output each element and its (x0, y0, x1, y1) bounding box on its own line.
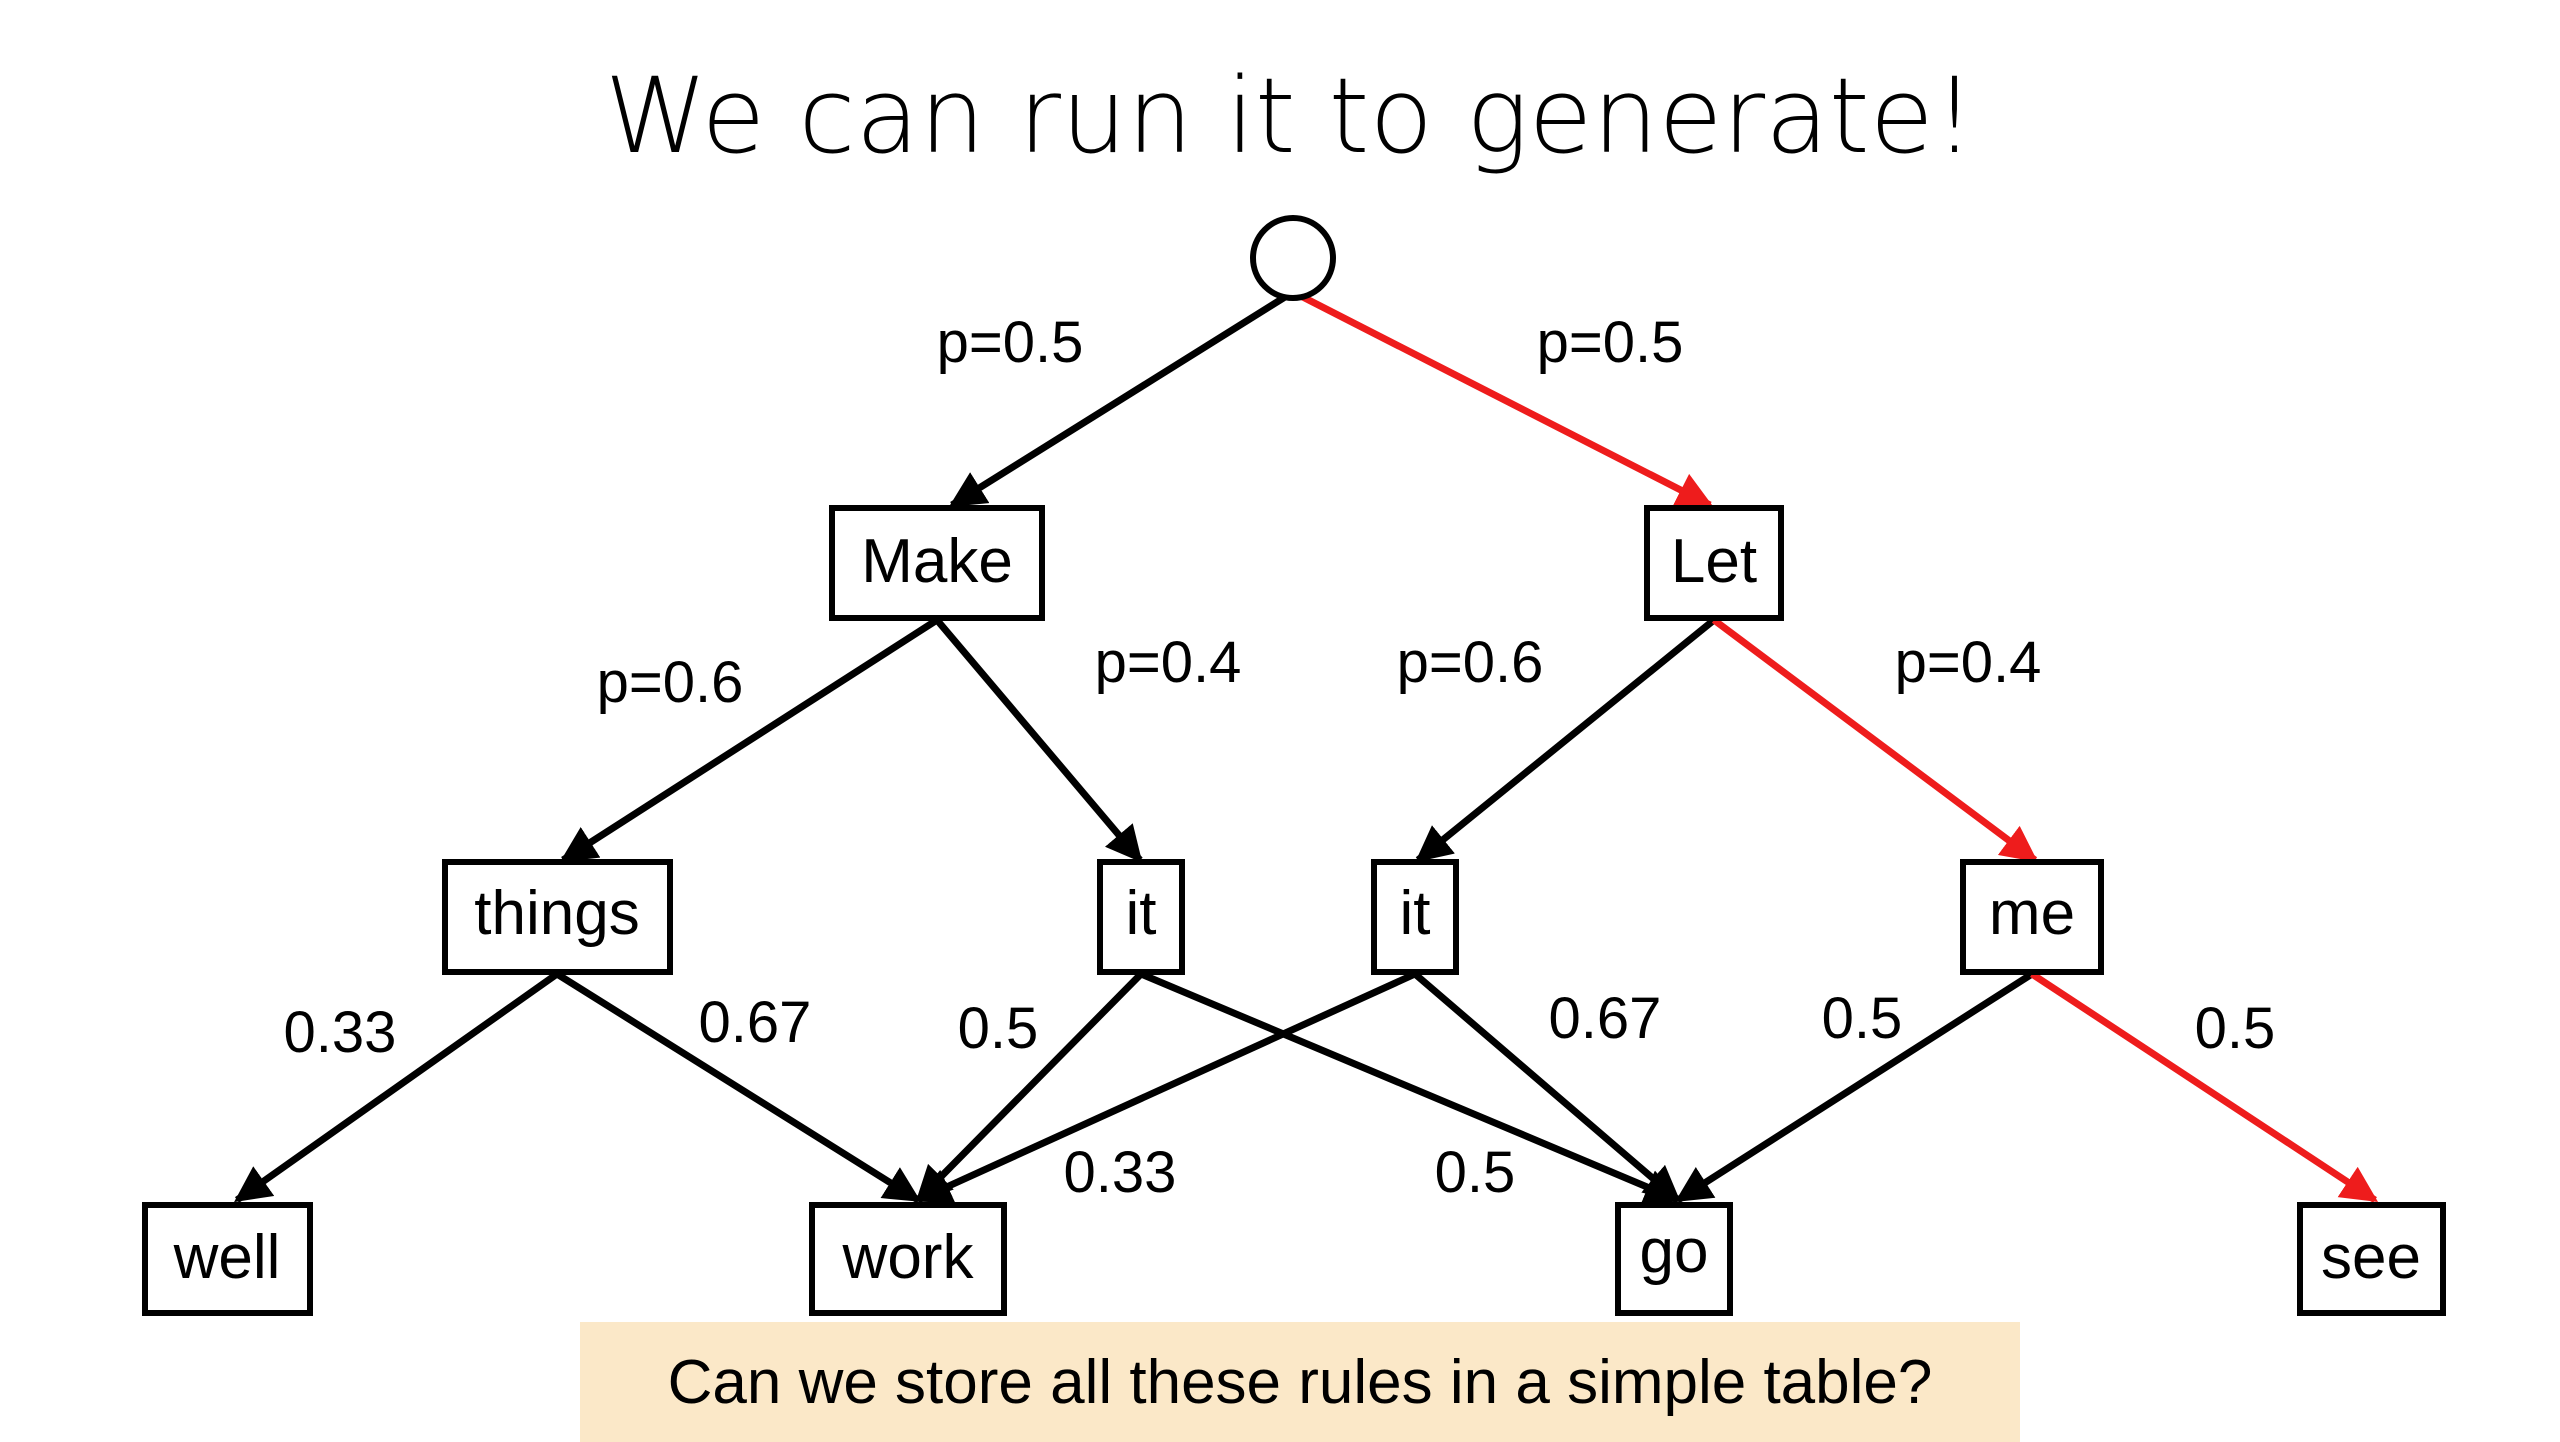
edge-me-to-see (2030, 971, 2379, 1203)
edge-let-to-it-right (1415, 617, 1717, 863)
edge-it-right-to-work (914, 970, 1417, 1204)
edge-label-make-it: p=0.4 (1095, 630, 1242, 695)
edge-label-it2-go: 0.67 (1549, 986, 1662, 1051)
edge-root-to-make (948, 289, 1295, 508)
edge-it-left-to-go (1139, 970, 1682, 1205)
edge-label-it2-work: 0.33 (1064, 1140, 1177, 1205)
callout-box: Can we store all these rules in a simple… (580, 1322, 2020, 1442)
edge-label-it-go: 0.5 (1435, 1140, 1516, 1205)
edges-layer (234, 288, 2379, 1205)
node-see: see (2297, 1202, 2446, 1316)
edge-label-make-things: p=0.6 (597, 650, 744, 715)
slide-title: We can run it to generate! (605, 55, 1976, 177)
node-it-left: it (1097, 859, 1185, 975)
node-see-label: see (2321, 1223, 2421, 1292)
edge-it-right-to-go (1412, 971, 1681, 1203)
nodes-layer: Make Let things it it me (142, 505, 2446, 1316)
node-let-label: Let (1671, 527, 1757, 596)
edge-label-me-see: 0.5 (2195, 996, 2276, 1061)
edge-it-left-to-work (915, 971, 1144, 1203)
edge-let-to-me (1711, 617, 2038, 863)
node-it-left-label: it (1126, 879, 1157, 948)
node-work: work (809, 1202, 1007, 1316)
edge-label-things-well: 0.33 (284, 1000, 397, 1065)
node-me: me (1960, 859, 2104, 975)
node-it-right: it (1371, 859, 1459, 975)
edge-label-let-me: p=0.4 (1895, 630, 2042, 695)
node-go: go (1615, 1202, 1733, 1316)
callout-text: Can we store all these rules in a simple… (667, 1347, 1933, 1417)
edge-labels-layer: p=0.5 p=0.5 p=0.6 p=0.4 p=0.6 p=0.4 0.33… (284, 310, 2276, 1205)
node-let: Let (1644, 505, 1784, 621)
edge-make-to-it-left (934, 617, 1143, 863)
node-things-label: things (474, 879, 639, 948)
edge-root-to-let (1291, 288, 1714, 509)
node-well-label: well (173, 1223, 281, 1292)
edge-label-things-work: 0.67 (699, 990, 812, 1055)
node-make-label: Make (861, 527, 1013, 596)
edge-me-to-go (1674, 971, 2034, 1203)
node-make: Make (829, 505, 1045, 621)
edge-label-root-make: p=0.5 (937, 310, 1084, 375)
edge-label-root-let: p=0.5 (1537, 310, 1684, 375)
node-things: things (442, 859, 673, 975)
node-work-label: work (842, 1223, 975, 1292)
edge-things-to-well (234, 971, 560, 1203)
edge-make-to-things (559, 617, 939, 863)
edge-label-me-go: 0.5 (1822, 986, 1903, 1051)
edge-label-let-it: p=0.6 (1397, 630, 1544, 695)
root-node (1250, 215, 1336, 301)
edge-things-to-work (555, 971, 922, 1203)
node-me-label: me (1989, 879, 2075, 948)
node-well: well (142, 1202, 313, 1316)
node-go-label: go (1640, 1217, 1709, 1286)
node-it-right-label: it (1400, 879, 1431, 948)
edge-label-it-work: 0.5 (958, 996, 1039, 1061)
